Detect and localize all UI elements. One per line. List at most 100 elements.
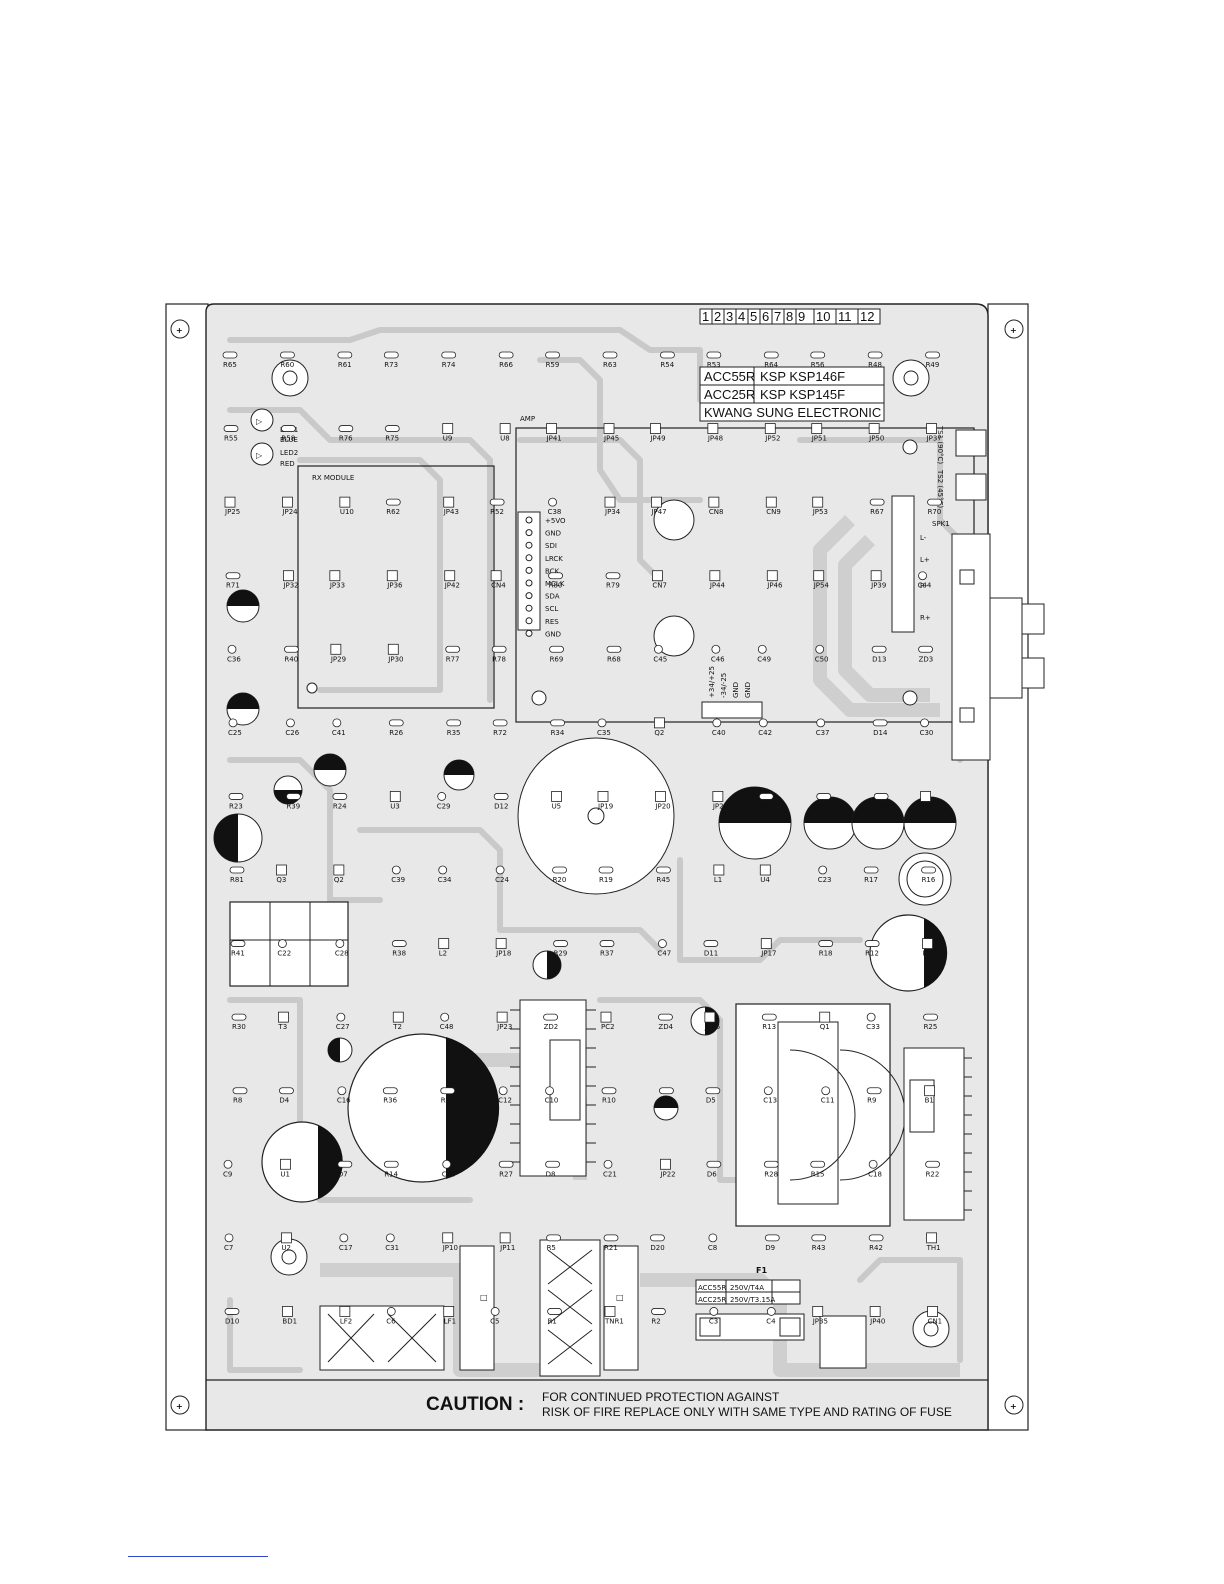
footprint-R12 bbox=[864, 940, 880, 947]
footprint-R2 bbox=[651, 1308, 666, 1315]
footprint-JP30 bbox=[387, 643, 399, 655]
footprint-R72 bbox=[492, 719, 508, 727]
ref-C47: C47 bbox=[657, 950, 671, 958]
footprint-R32 bbox=[758, 793, 774, 800]
footprint-CN8 bbox=[708, 496, 720, 508]
svg-text:+: + bbox=[1010, 1402, 1017, 1411]
ref-JP11: JP11 bbox=[499, 1244, 515, 1252]
cn3-pin-label: BCK bbox=[545, 567, 560, 575]
ref-C23: C23 bbox=[818, 876, 832, 884]
footprint-C10 bbox=[545, 1086, 554, 1096]
footprint-JP24 bbox=[282, 496, 293, 508]
pin-number-1: 1 bbox=[702, 309, 709, 324]
ref-BD1: BD1 bbox=[282, 1317, 297, 1325]
ref-CN1: CN1 bbox=[928, 1317, 943, 1325]
footprint-JP21 bbox=[712, 791, 724, 802]
ref-C12: C12 bbox=[498, 1097, 512, 1105]
cn3-pin-label: SDA bbox=[545, 593, 560, 601]
ref-D8: D8 bbox=[546, 1170, 556, 1178]
footprint-U8 bbox=[499, 423, 511, 434]
ref-JP33: JP33 bbox=[329, 582, 345, 590]
ref-R20: R20 bbox=[553, 876, 567, 884]
model-1-part: KSP KSP146F bbox=[760, 369, 845, 384]
footprint-D9 bbox=[764, 1234, 780, 1242]
cn3-pin-label: SCL bbox=[545, 605, 558, 613]
footprint-R20 bbox=[552, 866, 567, 874]
ref-R48: R48 bbox=[868, 361, 882, 369]
connector-cn7: L- L+ R- R+ SPK1 bbox=[891, 495, 1045, 761]
ref-R31: R31 bbox=[817, 802, 831, 810]
footprint-R11 bbox=[659, 1087, 674, 1095]
footprint-C28 bbox=[335, 939, 345, 948]
ref-R41: R41 bbox=[231, 950, 245, 958]
footprint-R60 bbox=[280, 351, 295, 359]
ref-R63: R63 bbox=[603, 361, 617, 369]
ref-JP52: JP52 bbox=[764, 435, 780, 443]
footprint-R21 bbox=[603, 1234, 619, 1242]
footprint-JP52 bbox=[764, 423, 776, 434]
ref-JP42: JP42 bbox=[444, 582, 460, 590]
footprint-R63 bbox=[602, 351, 618, 359]
footprint-C3 bbox=[709, 1307, 719, 1316]
ref-R60: R60 bbox=[280, 361, 294, 369]
ref-R29: R29 bbox=[554, 950, 568, 958]
ref-R33: R33 bbox=[874, 802, 888, 810]
footprint-R15 bbox=[810, 1160, 826, 1168]
footprint-R38 bbox=[391, 940, 407, 947]
footprint-JP40 bbox=[869, 1306, 881, 1317]
footprint-U9 bbox=[442, 423, 454, 434]
footprint-R53 bbox=[706, 351, 722, 359]
ref-D4: D4 bbox=[279, 1097, 289, 1105]
footprint-L1 bbox=[713, 864, 725, 876]
ref-PC4: PC4 bbox=[921, 802, 935, 810]
ref-R36: R36 bbox=[383, 1097, 397, 1105]
ref-C37: C37 bbox=[816, 729, 830, 737]
footprint-R26 bbox=[388, 719, 404, 727]
ref-U2: U2 bbox=[281, 1244, 291, 1252]
ref-R18: R18 bbox=[819, 950, 833, 958]
footprint-C24 bbox=[495, 865, 505, 875]
manufacturer-label: KWANG SUNG ELECTRONIC bbox=[704, 405, 881, 420]
footprint-R24 bbox=[332, 793, 348, 800]
footprint-C47 bbox=[658, 939, 667, 948]
footprint-R54 bbox=[660, 351, 675, 359]
footprint-JP36 bbox=[386, 570, 398, 582]
ref-C38: C38 bbox=[548, 508, 562, 516]
footprint-JP19 bbox=[597, 791, 609, 802]
ref-R39: R39 bbox=[286, 802, 300, 810]
footprint-C26 bbox=[286, 718, 295, 728]
ref-R10: R10 bbox=[602, 1097, 616, 1105]
ref-ZD2: ZD2 bbox=[544, 1023, 559, 1031]
footprint-R77 bbox=[445, 645, 461, 653]
ref-R13: R13 bbox=[762, 1023, 776, 1031]
ref-T3: T3 bbox=[277, 1023, 287, 1031]
footprint-D5 bbox=[705, 1087, 721, 1095]
footprint-R75 bbox=[384, 425, 400, 432]
ref-C49: C49 bbox=[757, 655, 771, 663]
footprint-PC3 bbox=[922, 938, 933, 949]
footprint-JP48 bbox=[707, 423, 719, 434]
svg-text:▷: ▷ bbox=[256, 417, 263, 426]
ref-R5: R5 bbox=[547, 1244, 556, 1252]
ref-C3: C3 bbox=[709, 1317, 718, 1325]
ref-R62: R62 bbox=[386, 508, 400, 516]
svg-text:R+: R+ bbox=[920, 614, 931, 622]
ref-C50: C50 bbox=[815, 655, 829, 663]
ref-C35: C35 bbox=[597, 729, 611, 737]
footprint-C31 bbox=[385, 1233, 395, 1243]
ref-R8: R8 bbox=[233, 1097, 242, 1105]
footprint-R81 bbox=[229, 866, 245, 874]
footprint-R40 bbox=[284, 645, 299, 653]
ref-JP43: JP43 bbox=[443, 508, 459, 516]
transformer-t3 bbox=[735, 1003, 906, 1227]
footprint-R76 bbox=[338, 425, 354, 432]
footprint-JP43 bbox=[443, 496, 455, 508]
footprint-U2 bbox=[281, 1232, 292, 1244]
pin-number-11: 11 bbox=[838, 309, 852, 324]
ref-R40: R40 bbox=[284, 655, 298, 663]
footprint-C8 bbox=[708, 1233, 718, 1243]
svg-text:250V/T3.15A: 250V/T3.15A bbox=[730, 1296, 775, 1304]
footprint-C42 bbox=[758, 718, 768, 728]
